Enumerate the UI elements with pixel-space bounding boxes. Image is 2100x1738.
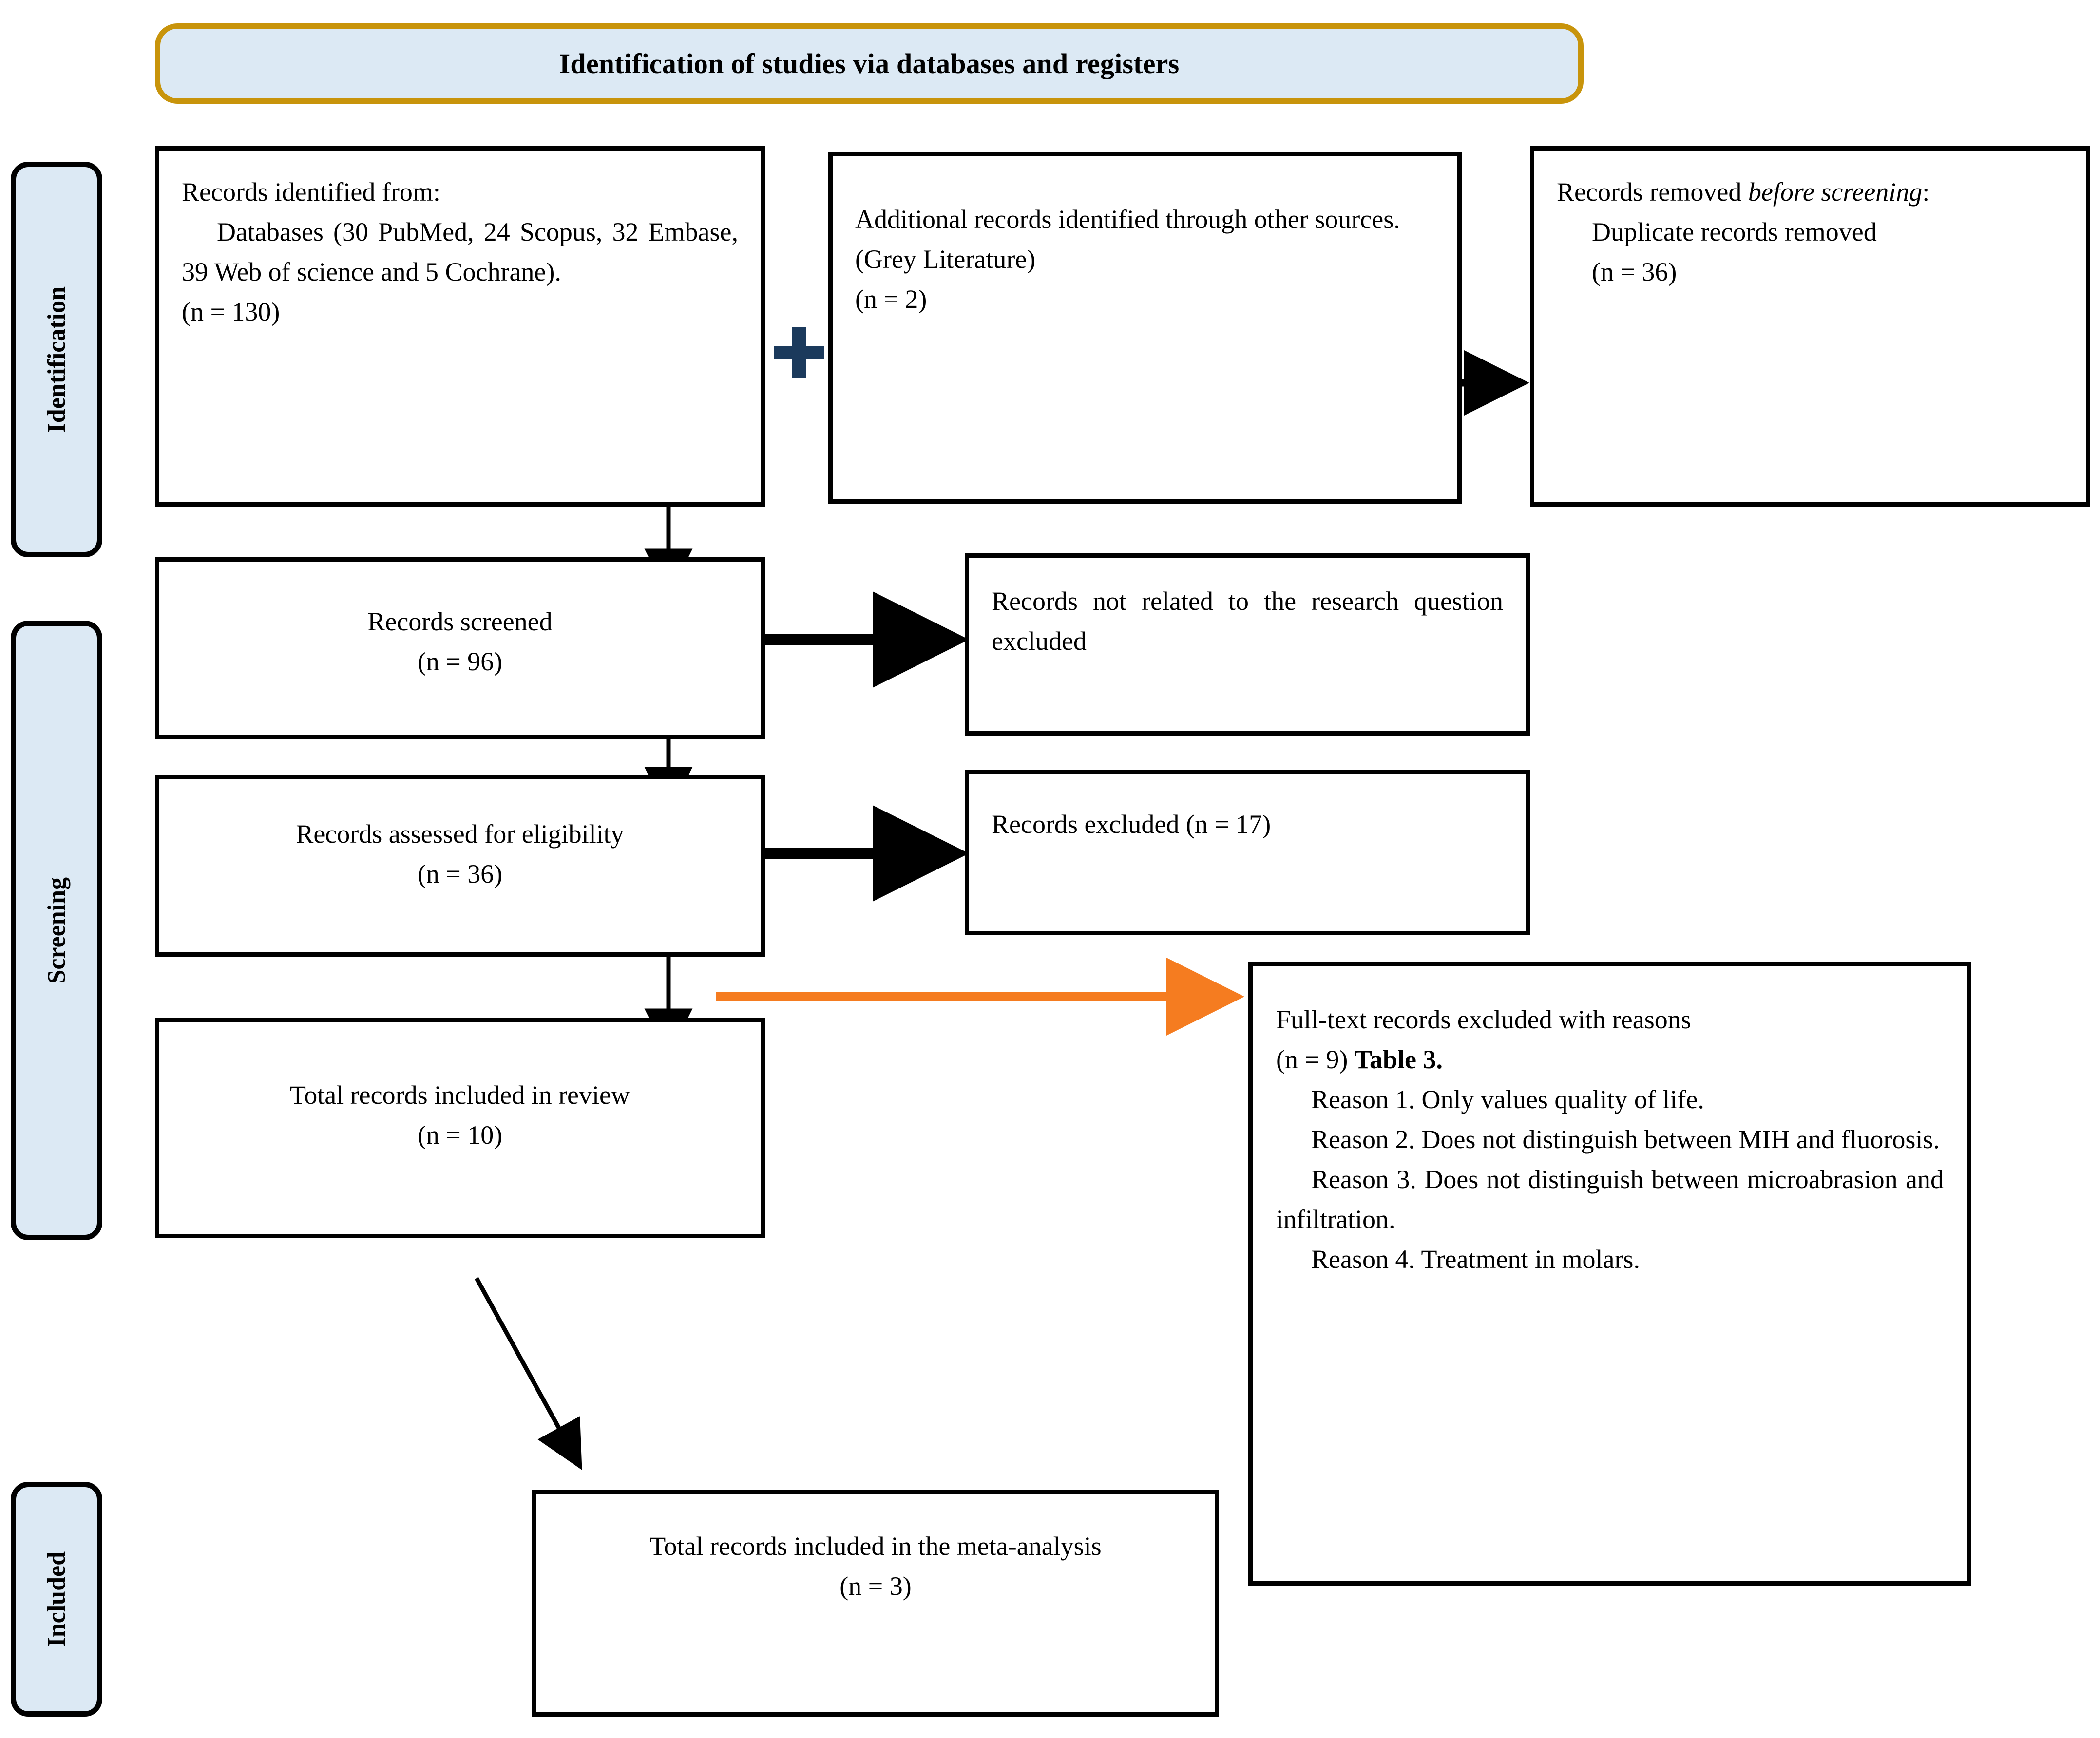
- total-included-review-count: (n = 10): [417, 1120, 503, 1150]
- stage-label-identification-text: Identification: [42, 286, 71, 433]
- records-not-related-text: Records not related to the research ques…: [992, 586, 1503, 656]
- additional-records-source: (Grey Literature): [855, 245, 1036, 274]
- records-identified-databases: Databases (30 PubMed, 24 Scopus, 32 Emba…: [182, 217, 738, 287]
- box-records-not-related: Records not related to the research ques…: [965, 553, 1530, 736]
- records-removed-duplicates: Duplicate records removed: [1592, 217, 1877, 247]
- records-screened-heading: Records screened: [367, 607, 553, 636]
- total-included-review-heading: Total records included in review: [290, 1080, 630, 1110]
- connector-inreview-to-meta: [475, 1277, 582, 1470]
- box-records-eligibility: Records assessed for eligibility (n = 36…: [155, 775, 765, 957]
- records-eligibility-heading: Records assessed for eligibility: [296, 819, 624, 849]
- stage-label-screening-text: Screening: [42, 877, 71, 984]
- additional-records-count: (n = 2): [855, 284, 927, 314]
- additional-records-heading: Additional records identified through ot…: [855, 205, 1400, 234]
- box-records-identified: Records identified from: Databases (30 P…: [155, 146, 765, 507]
- fulltext-reason-1: Reason 1. Only values quality of life.: [1311, 1085, 1704, 1115]
- records-screened-count: (n = 96): [417, 647, 503, 677]
- box-total-included-review: Total records included in review (n = 10…: [155, 1018, 765, 1238]
- stage-label-included: Included: [11, 1482, 102, 1717]
- plus-icon: [774, 327, 824, 378]
- box-additional-records: Additional records identified through ot…: [828, 152, 1462, 504]
- total-included-meta-count: (n = 3): [840, 1571, 912, 1601]
- box-records-excluded: Records excluded (n = 17): [965, 770, 1530, 935]
- records-removed-heading: Records removed before screening:: [1557, 177, 1930, 207]
- fulltext-excluded-count: (n = 9) Table 3.: [1276, 1045, 1443, 1075]
- stage-label-screening: Screening: [11, 621, 102, 1240]
- stage-label-identification: Identification: [11, 162, 102, 557]
- records-identified-count: (n = 130): [182, 297, 280, 327]
- fulltext-excluded-heading: Full-text records excluded with reasons: [1276, 1005, 1691, 1034]
- plus-icon-vertical-bar: [792, 327, 806, 378]
- box-total-included-meta: Total records included in the meta-analy…: [532, 1490, 1219, 1717]
- box-records-removed: Records removed before screening: Duplic…: [1530, 146, 2090, 507]
- records-identified-heading: Records identified from:: [182, 177, 440, 207]
- stage-label-included-text: Included: [42, 1551, 71, 1647]
- diagram-header-banner: Identification of studies via databases …: [155, 23, 1584, 104]
- records-excluded-text: Records excluded (n = 17): [992, 810, 1271, 839]
- records-removed-count: (n = 36): [1592, 257, 1677, 287]
- records-eligibility-count: (n = 36): [417, 859, 503, 889]
- page-title: Identification of studies via databases …: [559, 48, 1180, 79]
- total-included-meta-heading: Total records included in the meta-analy…: [649, 1531, 1102, 1561]
- box-fulltext-excluded: Full-text records excluded with reasons …: [1248, 962, 1971, 1586]
- fulltext-reason-4: Reason 4. Treatment in molars.: [1311, 1245, 1640, 1274]
- box-records-screened: Records screened (n = 96): [155, 557, 765, 739]
- fulltext-reason-3: Reason 3. Does not distinguish between m…: [1276, 1165, 1944, 1234]
- fulltext-reason-2: Reason 2. Does not distinguish between M…: [1311, 1125, 1940, 1154]
